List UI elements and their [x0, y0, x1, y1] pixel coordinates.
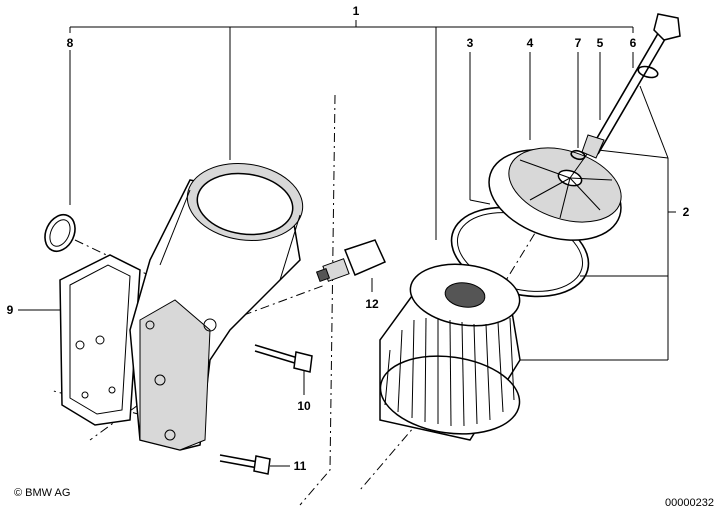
copyright-text: © BMW AG [14, 487, 70, 499]
label-1: 1 [353, 4, 360, 18]
filter-pleats [384, 317, 515, 427]
label-7: 7 [575, 36, 582, 50]
label-2: 2 [683, 205, 690, 219]
long-bolt-part-5 [581, 13, 681, 159]
label-10: 10 [297, 399, 311, 413]
o-ring-part-8 [44, 213, 76, 253]
oil-pressure-switch-part-12 [315, 239, 386, 283]
leader-lines [18, 20, 676, 467]
filter-housing [129, 163, 304, 451]
filter-cover-part-4 [488, 147, 622, 241]
small-o-ring-part-7 [570, 149, 586, 161]
bolt-part-11 [219, 454, 271, 475]
label-3: 3 [467, 36, 474, 50]
label-9: 9 [7, 303, 14, 317]
label-12: 12 [365, 297, 379, 311]
drawing-number: 00000232 [665, 497, 714, 509]
label-5: 5 [597, 36, 604, 50]
label-8: 8 [67, 36, 74, 50]
gasket-part-9 [59, 254, 141, 426]
label-11: 11 [294, 459, 307, 473]
label-6: 6 [630, 36, 637, 50]
label-4: 4 [527, 36, 534, 50]
part-labels: 1 2 3 4 5 6 7 8 9 10 11 12 [7, 4, 690, 473]
bolt-part-10 [254, 344, 313, 373]
filter-element [379, 263, 521, 441]
washer-part-6 [637, 65, 659, 79]
